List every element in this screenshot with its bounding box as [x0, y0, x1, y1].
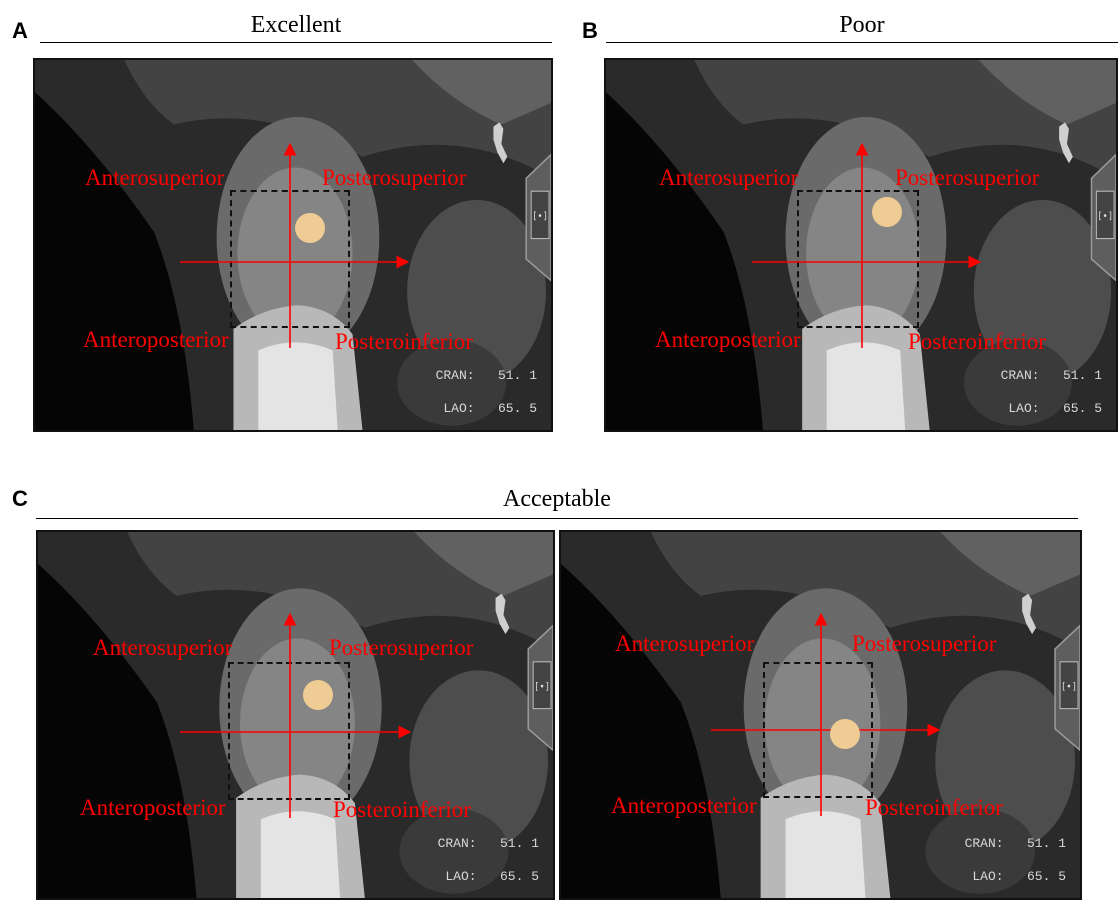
lao-value: 65. 5 — [500, 869, 539, 884]
panel-title-excellent: Excellent — [40, 12, 552, 39]
cran-label: CRAN: — [436, 368, 475, 383]
lao-readout: LAO: 65. 5 — [443, 401, 537, 416]
cran-readout: CRAN: 51. 1 — [965, 836, 1066, 851]
target-dot — [295, 213, 325, 243]
label-anteroposterior: Anteroposterior — [655, 328, 801, 351]
panel-title-acceptable: Acceptable — [36, 486, 1078, 513]
lao-readout: LAO: 65. 5 — [445, 869, 539, 884]
cran-readout: CRAN: 51. 1 — [1001, 368, 1102, 383]
panel-title-poor: Poor — [606, 12, 1118, 39]
lao-label: LAO: — [445, 869, 476, 884]
label-anterosuperior: Anterosuperior — [659, 166, 798, 189]
target-dot — [872, 197, 902, 227]
label-posteroinferior: Posteroinferior — [865, 796, 1003, 819]
label-anteroposterior: Anteroposterior — [83, 328, 229, 351]
label-posterosuperior: Posterosuperior — [329, 636, 473, 659]
label-posterosuperior: Posterosuperior — [322, 166, 466, 189]
label-posteroinferior: Posteroinferior — [333, 798, 471, 821]
label-anterosuperior: Anterosuperior — [85, 166, 224, 189]
label-posteroinferior: Posteroinferior — [335, 330, 473, 353]
lao-value: 65. 5 — [1063, 401, 1102, 416]
lao-readout: LAO: 65. 5 — [1008, 401, 1102, 416]
panel-letter-c: C — [12, 486, 28, 512]
title-rule-b — [606, 42, 1118, 43]
image-panel-c-right: [•] Anterosuperior Posterosuperior Anter… — [559, 530, 1082, 900]
lao-value: 65. 5 — [498, 401, 537, 416]
label-anteroposterior: Anteroposterior — [80, 796, 226, 819]
lao-label: LAO: — [443, 401, 474, 416]
lao-label: LAO: — [1008, 401, 1039, 416]
label-posteroinferior: Posteroinferior — [908, 330, 1046, 353]
label-anterosuperior: Anterosuperior — [615, 632, 754, 655]
cran-label: CRAN: — [1001, 368, 1040, 383]
label-anteroposterior: Anteroposterior — [611, 794, 757, 817]
image-panel-a: [•] Anterosuperior Posterosuperior Anter… — [33, 58, 553, 432]
cran-value: 51. 1 — [498, 368, 537, 383]
panel-letter-b: B — [582, 18, 598, 44]
cran-readout: CRAN: 51. 1 — [438, 836, 539, 851]
image-panel-c-left: [•] Anterosuperior Posterosuperior Anter… — [36, 530, 555, 900]
label-anterosuperior: Anterosuperior — [93, 636, 232, 659]
cran-label: CRAN: — [438, 836, 477, 851]
lao-value: 65. 5 — [1027, 869, 1066, 884]
title-rule-c — [36, 518, 1078, 519]
panel-letter-a: A — [12, 18, 28, 44]
lao-label: LAO: — [972, 869, 1003, 884]
image-panel-b: [•] Anterosuperior Posterosuperior Anter… — [604, 58, 1118, 432]
label-posterosuperior: Posterosuperior — [852, 632, 996, 655]
cran-value: 51. 1 — [1027, 836, 1066, 851]
cran-label: CRAN: — [965, 836, 1004, 851]
target-dot — [830, 719, 860, 749]
lao-readout: LAO: 65. 5 — [972, 869, 1066, 884]
cran-value: 51. 1 — [1063, 368, 1102, 383]
title-rule-a — [40, 42, 552, 43]
label-posterosuperior: Posterosuperior — [895, 166, 1039, 189]
cran-value: 51. 1 — [500, 836, 539, 851]
cran-readout: CRAN: 51. 1 — [436, 368, 537, 383]
target-dot — [303, 680, 333, 710]
